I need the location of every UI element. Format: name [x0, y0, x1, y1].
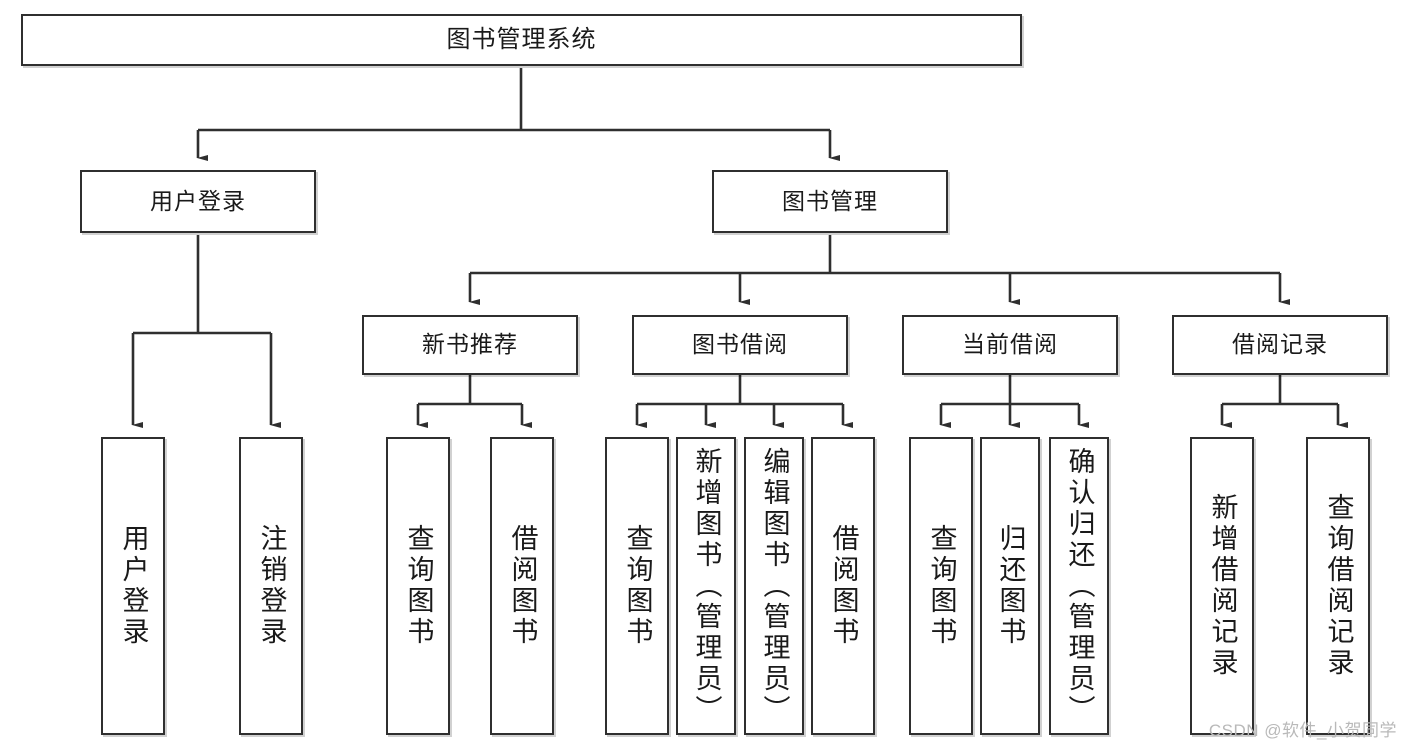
- node-leaf-add-record[interactable]: 新增借阅记录: [1190, 437, 1254, 735]
- node-label: 确认归还（管理员）: [1064, 447, 1095, 726]
- node-label: 当前借阅: [962, 331, 1058, 358]
- node-label: 查询图书: [622, 524, 653, 648]
- watermark: CSDN @软件_小贺同学: [1208, 721, 1397, 740]
- node-leaf-query-book-3[interactable]: 查询图书: [909, 437, 973, 735]
- node-label: 图书管理: [782, 187, 878, 214]
- node-leaf-query-book-2[interactable]: 查询图书: [605, 437, 669, 735]
- node-leaf-borrow-book-1[interactable]: 借阅图书: [490, 437, 554, 735]
- node-leaf-logout-login[interactable]: 注销登录: [239, 437, 303, 735]
- node-borrow-record[interactable]: 借阅记录: [1172, 315, 1388, 375]
- node-user-login[interactable]: 用户登录: [80, 170, 316, 233]
- node-label: 新增图书（管理员）: [691, 447, 722, 726]
- node-label: 注销登录: [256, 524, 287, 648]
- node-label: 借阅记录: [1232, 331, 1328, 358]
- node-leaf-borrow-book-2[interactable]: 借阅图书: [811, 437, 875, 735]
- node-label: 新增借阅记录: [1207, 493, 1238, 679]
- node-label: 借阅图书: [828, 524, 859, 648]
- node-book-borrow[interactable]: 图书借阅: [632, 315, 848, 375]
- node-label: 用户登录: [118, 524, 149, 648]
- node-leaf-confirm-return[interactable]: 确认归还（管理员）: [1049, 437, 1109, 735]
- node-label: 图书管理系统: [446, 25, 597, 53]
- node-label: 归还图书: [995, 524, 1026, 648]
- node-root-system[interactable]: 图书管理系统: [21, 14, 1022, 66]
- node-leaf-user-login[interactable]: 用户登录: [101, 437, 165, 735]
- node-label: 编辑图书（管理员）: [759, 447, 790, 726]
- node-label: 查询图书: [403, 524, 434, 648]
- node-new-book-recommend[interactable]: 新书推荐: [362, 315, 578, 375]
- node-leaf-return-book[interactable]: 归还图书: [980, 437, 1040, 735]
- node-label: 查询借阅记录: [1323, 493, 1354, 679]
- node-label: 借阅图书: [507, 524, 538, 648]
- node-current-borrow[interactable]: 当前借阅: [902, 315, 1118, 375]
- node-leaf-query-book-1[interactable]: 查询图书: [386, 437, 450, 735]
- node-label: 用户登录: [150, 187, 246, 214]
- node-leaf-query-record[interactable]: 查询借阅记录: [1306, 437, 1370, 735]
- node-label: 查询图书: [926, 524, 957, 648]
- node-book-manage[interactable]: 图书管理: [712, 170, 948, 233]
- node-leaf-edit-book[interactable]: 编辑图书（管理员）: [744, 437, 804, 735]
- node-leaf-add-book[interactable]: 新增图书（管理员）: [676, 437, 736, 735]
- node-label: 新书推荐: [422, 331, 518, 358]
- node-label: 图书借阅: [692, 331, 788, 358]
